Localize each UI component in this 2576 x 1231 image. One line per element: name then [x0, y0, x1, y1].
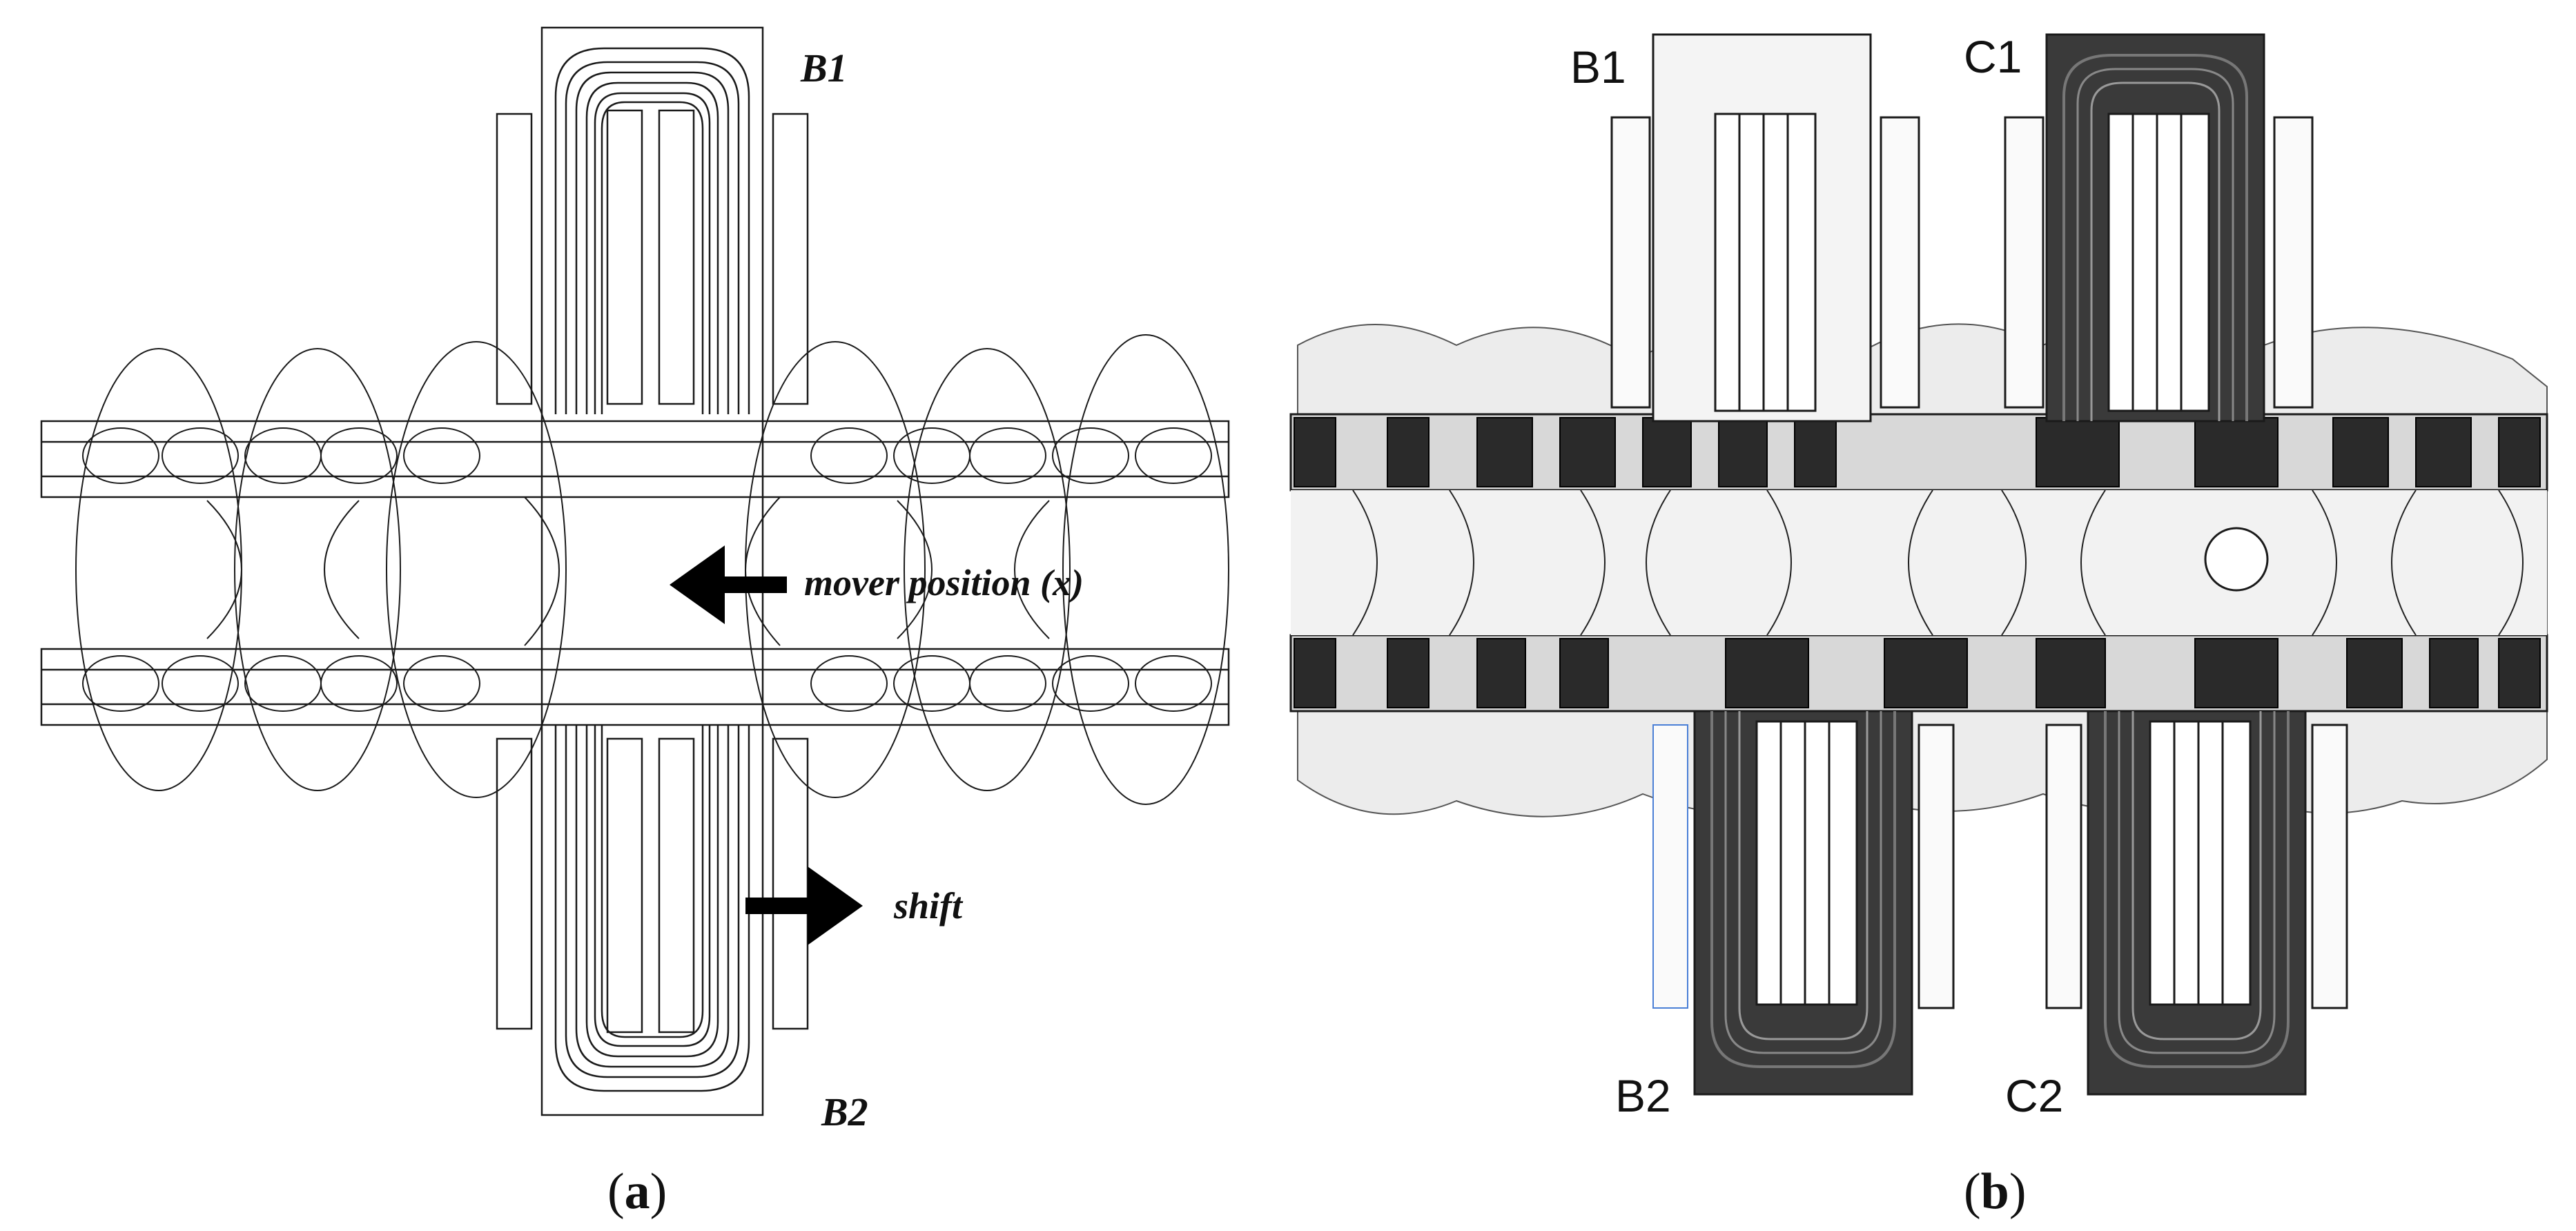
panel-a-flux-bubbles	[75, 334, 1229, 805]
panel-b-stator-b2	[1652, 710, 1955, 1096]
panel-b-label-b2: B2	[1615, 1070, 1671, 1121]
panel-a-label-mover: mover position (x)	[804, 562, 1084, 603]
panel-a-label-b1: B1	[800, 46, 848, 90]
panel-b-flux-plot	[1289, 33, 2548, 1096]
panel-a-label-b2: B2	[821, 1089, 868, 1134]
panel-b-air-gap-circle	[2204, 527, 2269, 592]
panel-b-label-c1: C1	[1964, 31, 2022, 82]
panel-a-label-shift: shift	[893, 885, 964, 927]
panel-a-arrow-mover-icon	[670, 545, 787, 624]
panel-b-stator-c1	[2004, 33, 2314, 423]
panel-b-teeth-lower	[1294, 638, 2541, 708]
panel-a-stator-b	[496, 26, 809, 1116]
panel-a-flux-plot	[40, 26, 1230, 1116]
panel-b-teeth-upper	[1294, 417, 2541, 487]
panel-b-label-b1: B1	[1570, 41, 1626, 93]
panel-b-stator-c2	[2045, 710, 2348, 1096]
panel-b-stator-b1	[1610, 33, 1920, 423]
panel-b-gap-flux-lines	[1352, 490, 2524, 636]
panel-b-caption: (b)	[1964, 1163, 2026, 1220]
panel-b-label-c2: C2	[2005, 1070, 2063, 1121]
panel-a-mover-rails	[40, 420, 1230, 726]
panel-a-caption: (a)	[607, 1163, 667, 1220]
panel-a-arrow-shift-icon	[745, 866, 863, 945]
